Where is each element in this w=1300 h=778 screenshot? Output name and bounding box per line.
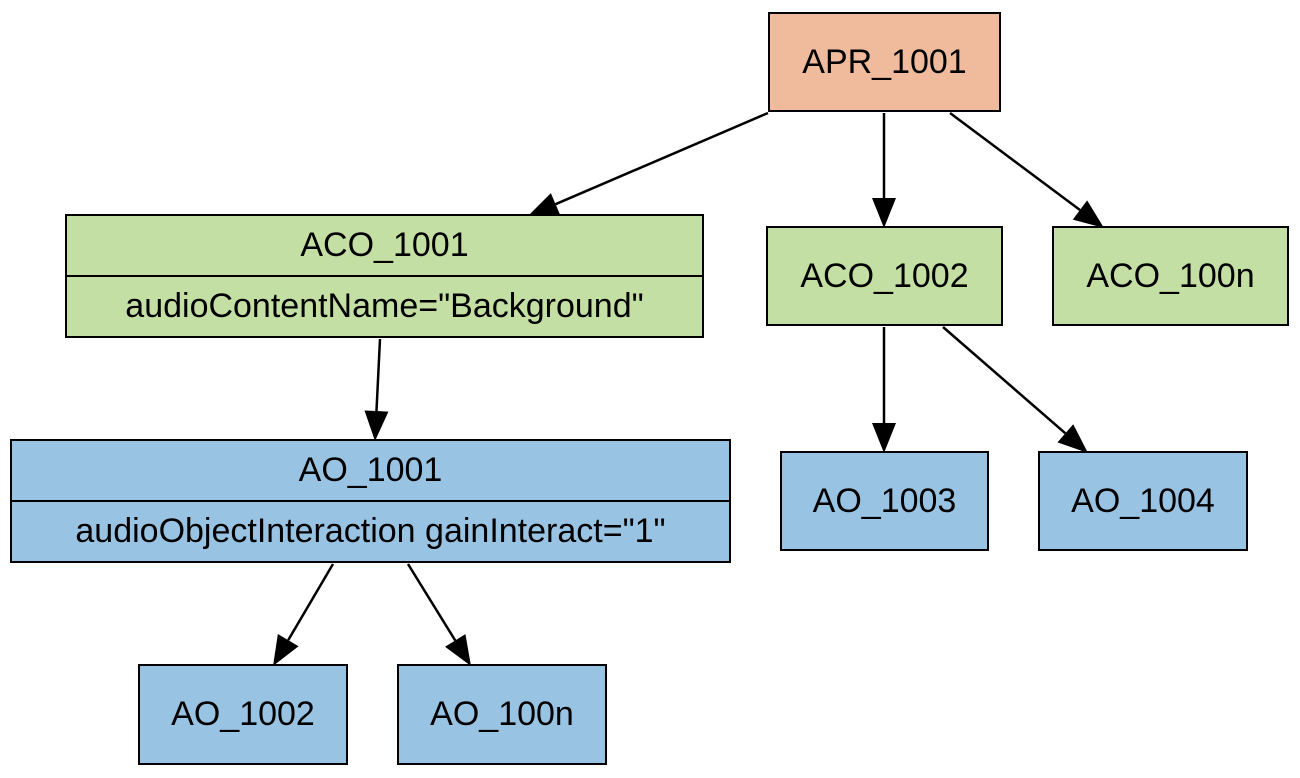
arrowhead-icon (1072, 200, 1104, 228)
arrowhead-icon (1057, 424, 1088, 453)
node-label: AO_1003 (812, 481, 957, 520)
node-ao-1004: AO_1004 (1038, 451, 1248, 551)
edge-line (555, 111, 769, 206)
edge-ao-1001-to-ao-1002 (273, 563, 335, 666)
node-aco-1002: ACO_1002 (766, 226, 1003, 326)
node-ao-1002: AO_1002 (138, 664, 348, 765)
edge-aco-1002-to-ao-1003 (872, 327, 896, 453)
node-label: AO_1004 (1071, 481, 1215, 520)
node-attribute: audioContentName="Background" (67, 275, 702, 336)
edge-apr-1001-to-aco-100n (949, 111, 1104, 228)
node-ao-100n: AO_100n (397, 664, 607, 765)
node-label: AO_100n (430, 695, 574, 733)
node-aco-100n: ACO_100n (1052, 226, 1289, 326)
edge-line (942, 326, 1067, 435)
node-ao-1001: AO_1001 audioObjectInteraction gainInter… (10, 439, 731, 563)
edge-line (375, 338, 382, 412)
node-label: APR_1001 (802, 42, 967, 81)
node-label: AO_1002 (171, 695, 315, 733)
edge-line (406, 563, 457, 642)
edge-line (287, 563, 335, 641)
node-aco-1001: ACO_1001 audioContentName="Background" (65, 214, 704, 338)
node-ao-1003: AO_1003 (780, 451, 989, 551)
arrowhead-icon (364, 410, 389, 441)
edge-aco-1002-to-ao-1004 (942, 326, 1088, 453)
arrowhead-icon (528, 193, 561, 216)
arrowhead-icon (872, 198, 896, 228)
edge-apr-1001-to-aco-1001 (528, 111, 769, 216)
edge-aco-1001-to-ao-1001 (364, 338, 389, 441)
node-apr-1001: APR_1001 (768, 12, 1001, 112)
edge-line (949, 111, 1081, 212)
arrowhead-icon (445, 634, 471, 666)
arrowhead-icon (872, 423, 896, 453)
edge-ao-1001-to-ao-100n (406, 563, 471, 666)
arrowhead-icon (273, 634, 299, 666)
node-label: ACO_1001 (300, 226, 469, 264)
edge-apr-1001-to-aco-1002 (872, 113, 896, 228)
node-label: ACO_1002 (800, 256, 969, 295)
node-label: ACO_100n (1086, 256, 1255, 295)
node-label: AO_1001 (298, 451, 443, 489)
node-attribute: audioObjectInteraction gainInteract="1" (12, 500, 729, 561)
